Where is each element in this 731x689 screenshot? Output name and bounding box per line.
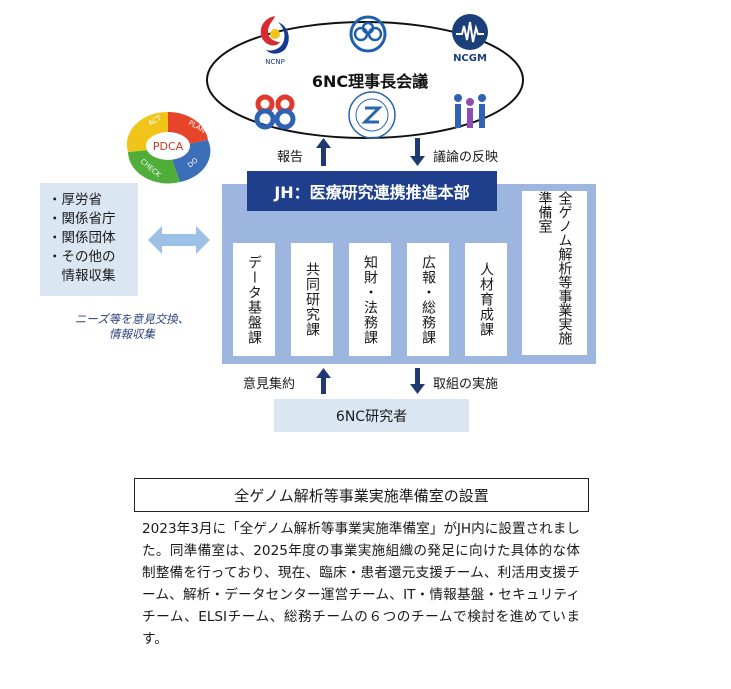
reflect-label: 議論の反映 — [433, 150, 499, 165]
stakeholder-item: 情報収集 — [48, 268, 116, 284]
ncgg-logo-icon — [254, 94, 296, 130]
stakeholder-item: ・その他の — [48, 249, 116, 265]
report-label: 報告 — [277, 150, 304, 165]
dept-data-platform: データ基盤課 — [233, 243, 275, 356]
aggregate-label: 意見集約 — [243, 377, 296, 392]
stakeholder-box: ・厚労省 ・関係省庁 ・関係団体 ・その他の 情報収集 — [40, 183, 138, 296]
stakeholder-item: ・関係省庁 — [48, 211, 116, 227]
ncgm-logo-icon: NCGM — [452, 14, 488, 64]
council-title: 6NC理事長会議 — [311, 72, 429, 91]
genome-office: 全ゲノム解析等事業実施準備室 — [522, 191, 587, 355]
implement-label: 取組の実施 — [433, 377, 499, 392]
svg-text:NCGM: NCGM — [453, 53, 487, 64]
stakeholder-item: ・厚労省 — [48, 192, 102, 208]
dept-ip-legal: 知財・法務課 — [349, 243, 391, 356]
stakeholder-item: ・関係団体 — [48, 230, 116, 246]
pdca-cycle-icon: PDCA ACT PLAN DO CHECK — [126, 111, 211, 184]
svg-text:NCNP: NCNP — [265, 58, 285, 66]
section-paragraph: 2023年3月に「全ゲノム解析等事業実施準備室」がJH内に設置されました。同準備… — [142, 521, 580, 647]
ncnp-logo-icon: NCNP — [260, 16, 289, 66]
jh-title: JH：医療研究連携推進本部 — [247, 171, 497, 211]
dept-hr-development: 人材育成課 — [465, 243, 507, 356]
ncchd-logo-icon — [454, 94, 486, 128]
pdca-label: PDCA — [153, 140, 184, 153]
genome-center-seal-icon — [348, 91, 396, 139]
exchange-note: ニーズ等を意見交換、 情報収集 — [74, 312, 190, 341]
ncc-logo-icon — [349, 15, 387, 53]
section-heading: 全ゲノム解析等事業実施準備室の設置 — [134, 478, 589, 512]
dept-pr-general: 広報・総務課 — [407, 243, 449, 356]
dept-joint-research: 共同研究課 — [291, 243, 333, 356]
researchers-box: 6NC研究者 — [274, 399, 469, 432]
